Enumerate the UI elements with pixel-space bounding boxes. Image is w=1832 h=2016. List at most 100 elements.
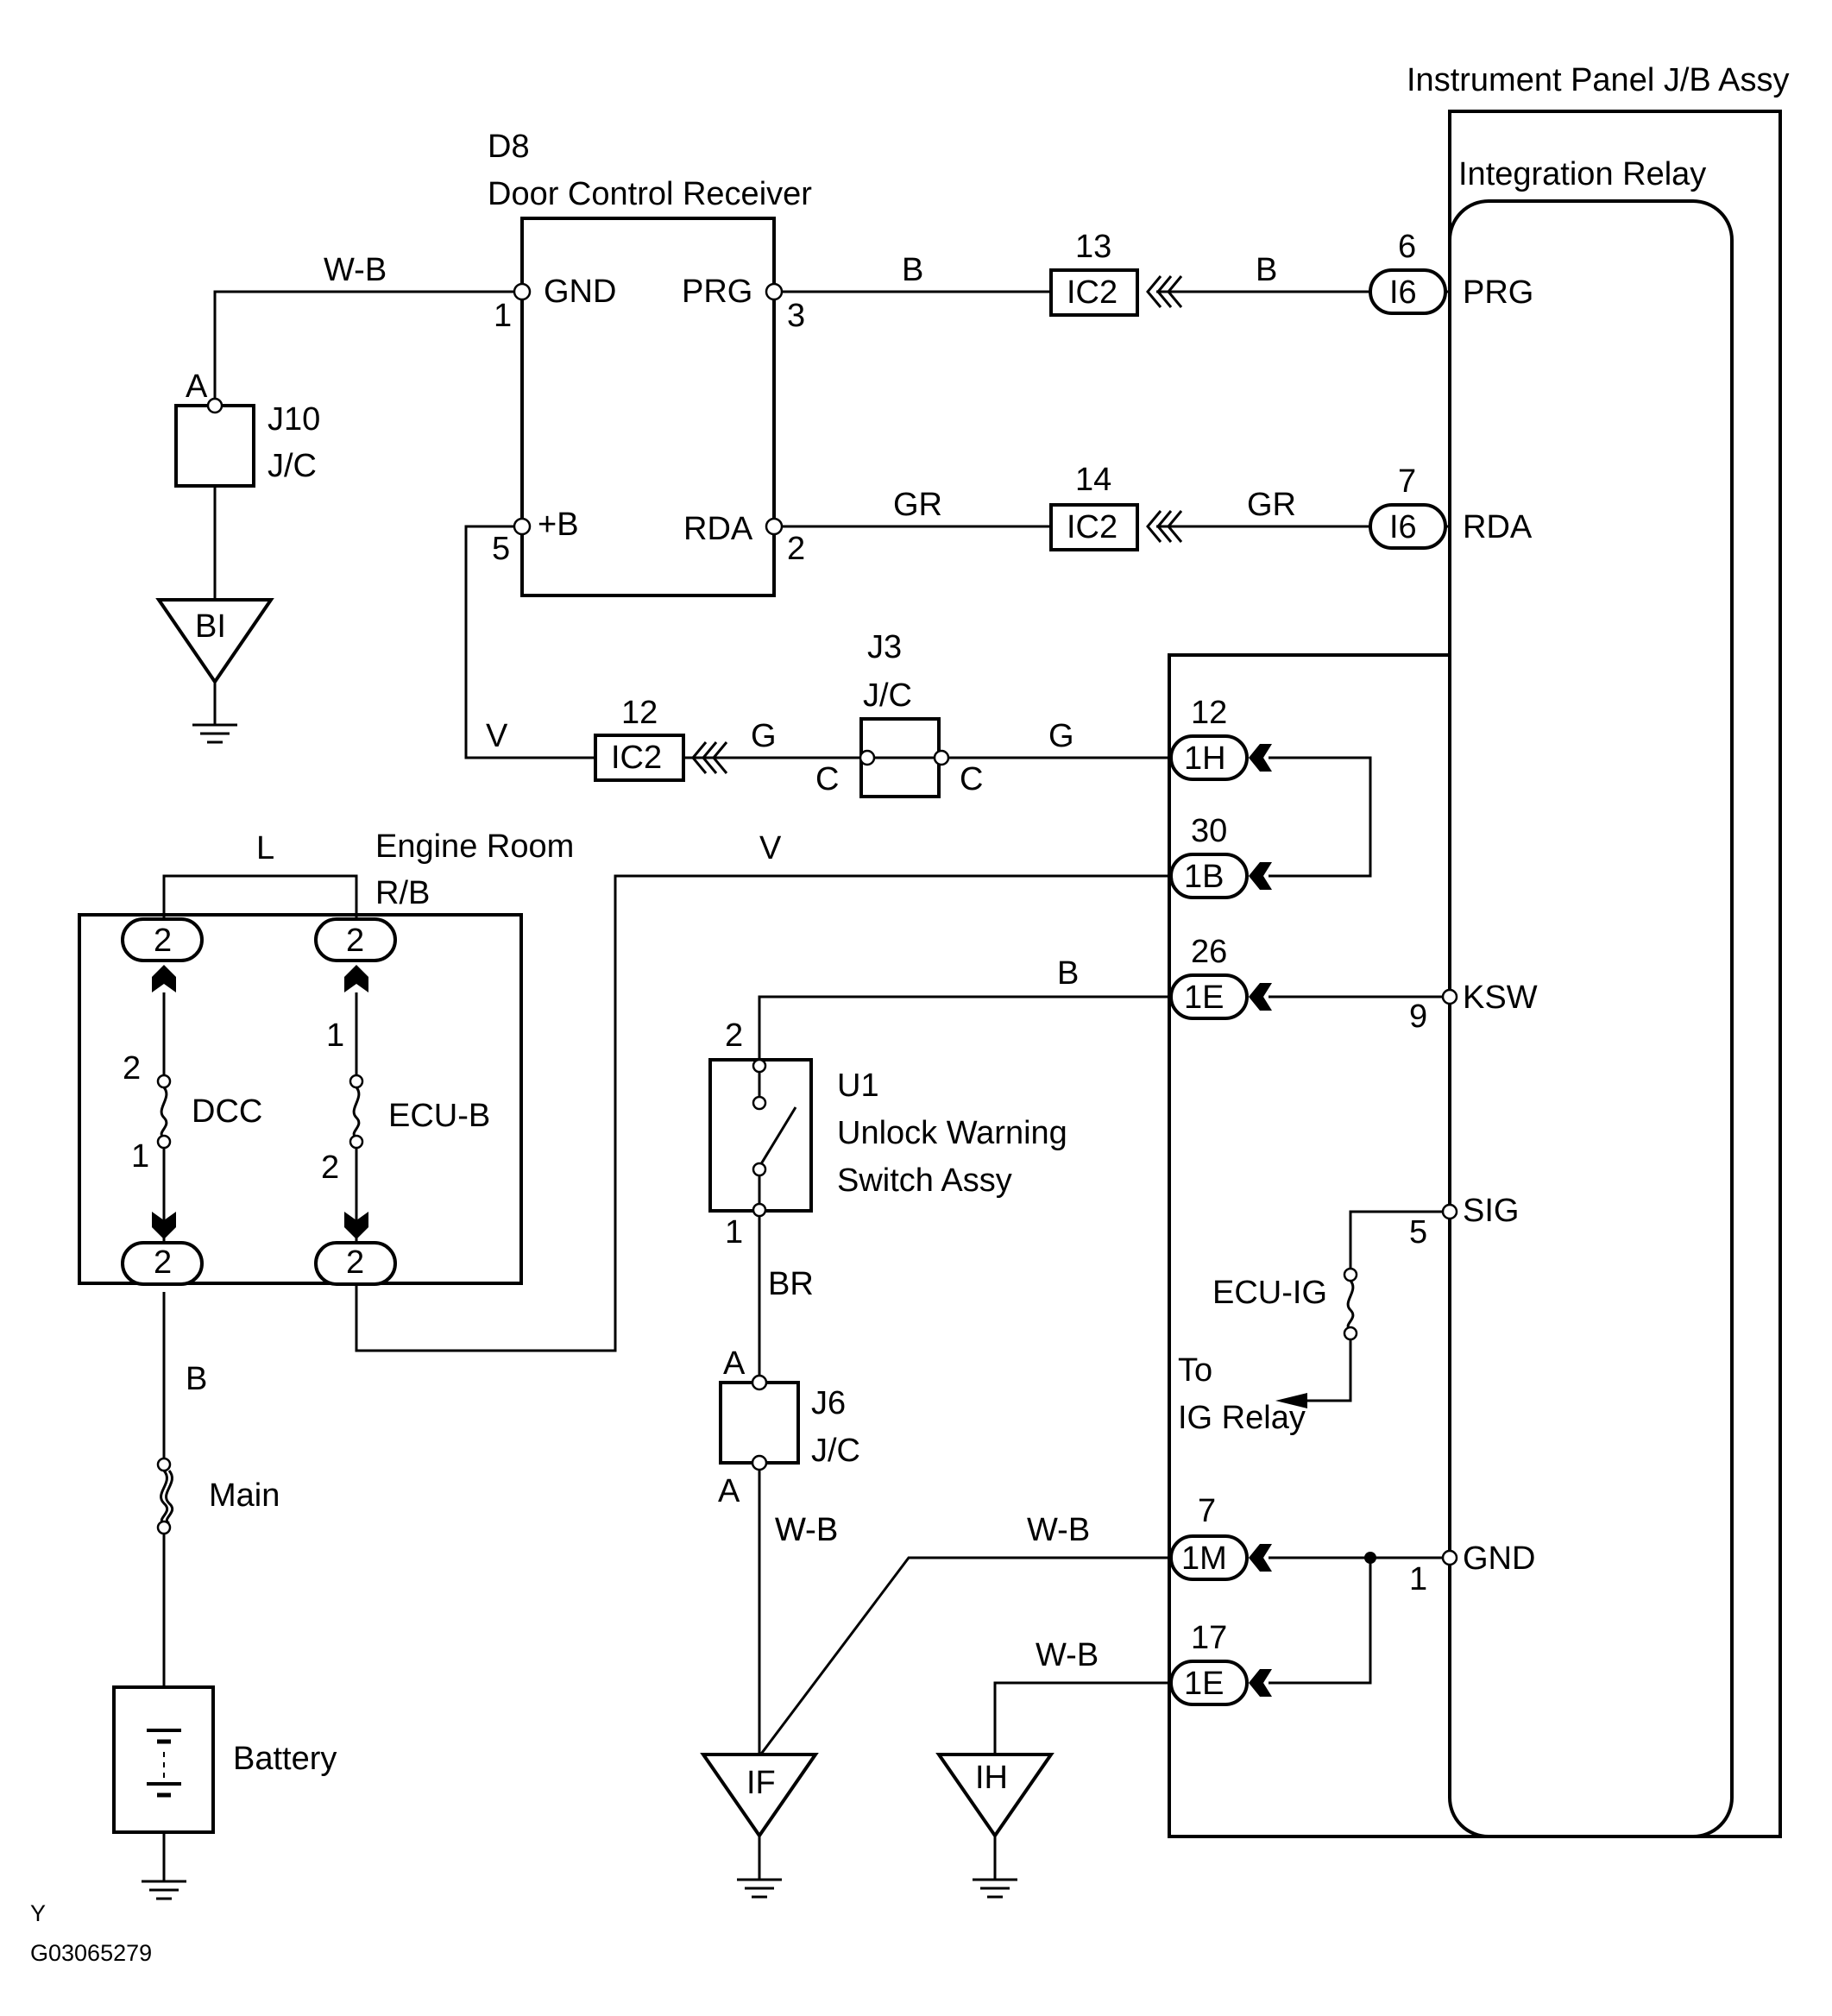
relay-pin-sig: SIG [1463, 1193, 1519, 1229]
j3-junction-connector: J3 J/C C C [815, 629, 983, 798]
d8-box [520, 217, 776, 597]
wire-label-gr-1: GR [893, 487, 942, 523]
node-j3-c-right [933, 749, 950, 766]
wire-label-wb-2: W-B [775, 1512, 838, 1548]
relay-pin-ksw: KSW [1463, 980, 1538, 1016]
wire-label-wb-j6: W-B [775, 1512, 838, 1548]
svg-text:14: 14 [1075, 462, 1111, 498]
wire-label-wb-1: W-B [324, 252, 387, 288]
wire-label-l: L [256, 830, 274, 866]
ground-bi: BI [155, 598, 274, 744]
connector-1h: 1H 12 [1169, 695, 1272, 781]
unlock-warning-switch: 2 1 U1 Unlock Warning Switch Assy [708, 1017, 1067, 1251]
j6-pin-a-bottom: A [718, 1473, 740, 1509]
j6-pin-a-top: A [723, 1345, 746, 1382]
wire-label-b-4: B [186, 1361, 207, 1397]
connector-1e-26: 1E 26 [1169, 934, 1272, 1020]
j10-id: J10 [268, 401, 320, 438]
wire-label-wb-4: W-B [1036, 1637, 1099, 1673]
footer-code: G03065279 [30, 1940, 152, 1966]
wire-label-g-2: G [1048, 718, 1074, 754]
u1-name-2: Switch Assy [837, 1162, 1012, 1199]
wire-label-g-1: G [751, 718, 777, 754]
wire-label-v-1: V [486, 718, 508, 754]
to-label: To [1178, 1352, 1212, 1389]
wire-label-v-2: V [759, 830, 782, 866]
dcc-fuse-label: DCC [192, 1093, 262, 1130]
d8-pin-b: +B [538, 507, 579, 543]
d8-pin-rda: RDA [683, 511, 753, 547]
u1-name-1: Unlock Warning [837, 1115, 1067, 1151]
wire-label-b-2: B [1256, 252, 1277, 288]
jb-outline [1168, 110, 1782, 1838]
u1-id: U1 [837, 1068, 879, 1104]
ground-bi-label: BI [195, 608, 226, 645]
svg-text:2: 2 [154, 1244, 172, 1281]
wire-labels: W-B B B GR GR V G G L V B BR B W-B W-B W… [186, 252, 1296, 1673]
svg-text:12: 12 [621, 695, 658, 731]
svg-text:I6: I6 [1389, 274, 1417, 311]
d8-pin-num-rda: 2 [787, 531, 805, 567]
node-j6-a-top [751, 1374, 768, 1391]
main-fuse-label: Main [209, 1477, 280, 1514]
dcc-pin-1: 1 [131, 1138, 149, 1175]
svg-text:IC2: IC2 [1067, 274, 1117, 311]
d8-id: D8 [488, 129, 530, 165]
ecu-ig-fuse: ECU-IG To IG Relay [1178, 1267, 1358, 1436]
svg-text:IC2: IC2 [1067, 509, 1117, 545]
j10-box [174, 404, 255, 488]
node-j3-c-left [859, 749, 876, 766]
ecub-pin-2: 2 [321, 1150, 339, 1186]
d8-pin-num-gnd: 1 [494, 298, 512, 334]
u1-pin-1: 1 [725, 1214, 743, 1251]
relay-pin-prg: PRG [1463, 274, 1533, 311]
wire-label-b-3: B [1057, 955, 1079, 992]
svg-text:I6: I6 [1389, 509, 1417, 545]
d8-pin-num-prg: 3 [787, 298, 805, 334]
connector-ic2-12: IC2 12 [594, 695, 728, 782]
j10-pin-a: A [186, 369, 208, 405]
j3-pin-c-left: C [815, 761, 839, 797]
svg-text:2: 2 [154, 923, 172, 959]
relay-pin-gnd: GND [1463, 1540, 1535, 1577]
node-j10-a [206, 397, 223, 414]
svg-text:1E: 1E [1184, 980, 1224, 1016]
connector-ic2-13: IC2 13 [1049, 229, 1183, 317]
node-relay-ksw [1441, 988, 1458, 1005]
j6-id: J6 [811, 1385, 846, 1421]
wire-label-gr-2: GR [1247, 487, 1296, 523]
ground-ih-label: IH [975, 1760, 1008, 1796]
integration-relay-label: Integration Relay [1458, 156, 1706, 192]
svg-text:1M: 1M [1181, 1540, 1227, 1577]
ecu-ig-fuse-label: ECU-IG [1212, 1275, 1327, 1311]
svg-text:26: 26 [1191, 934, 1227, 970]
door-control-receiver: D8 Door Control Receiver GND PRG +B RDA … [488, 129, 812, 597]
relay-pin-num-sig: 5 [1409, 1214, 1427, 1251]
svg-text:7: 7 [1198, 1493, 1216, 1529]
ecub-fuse-label: ECU-B [388, 1098, 490, 1134]
dcc-pin-2: 2 [123, 1050, 141, 1087]
j3-type: J/C [863, 677, 912, 714]
j3-pin-c-right: C [960, 761, 983, 797]
j10-type: J/C [268, 448, 317, 484]
svg-text:2: 2 [346, 923, 364, 959]
j10-junction-connector: A J10 J/C [174, 369, 320, 488]
ecub-pin-1: 1 [326, 1017, 344, 1054]
ground-if: IF [700, 1753, 819, 1899]
relay-pin-rda: RDA [1463, 509, 1533, 545]
main-fuse: Main [156, 1457, 280, 1535]
wire-label-br: BR [768, 1266, 814, 1302]
svg-text:2: 2 [346, 1244, 364, 1281]
svg-text:17: 17 [1191, 1620, 1227, 1656]
svg-text:1E: 1E [1184, 1666, 1224, 1702]
d8-pin-prg: PRG [682, 274, 752, 310]
engine-room-rb-label: R/B [375, 875, 430, 911]
svg-text:12: 12 [1191, 695, 1227, 731]
node-relay-sig [1441, 1203, 1458, 1220]
svg-text:7: 7 [1398, 463, 1416, 500]
engine-room-rb: Engine Room R/B 2 2 2 2 2 1 DCC 1 2 ECU-… [78, 828, 574, 1286]
connector-1b: 1B 30 [1169, 813, 1272, 899]
wire-label-b-1: B [902, 252, 923, 288]
battery-label: Battery [233, 1741, 337, 1777]
